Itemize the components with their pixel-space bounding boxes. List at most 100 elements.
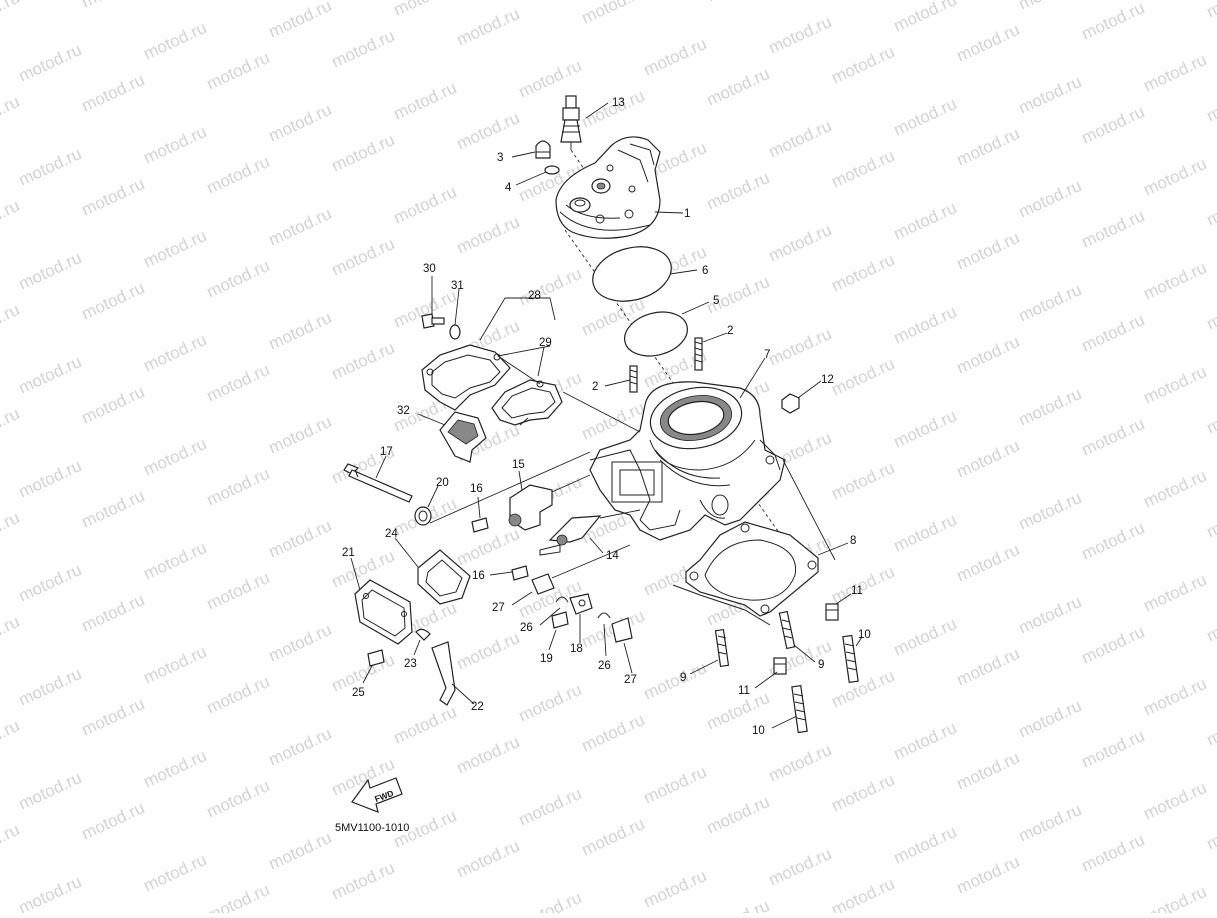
watermark-text: motod.ru bbox=[954, 852, 1023, 898]
part-collar-27b bbox=[611, 617, 633, 643]
part-stud-10b bbox=[791, 684, 808, 734]
watermark-text: motod.ru bbox=[16, 872, 85, 913]
watermark-text: motod.ru bbox=[1079, 518, 1148, 564]
leader-lines bbox=[350, 102, 863, 729]
callout-30: 30 bbox=[423, 263, 436, 275]
callout-13: 13 bbox=[612, 97, 625, 109]
watermark-text: motod.ru bbox=[641, 762, 710, 808]
watermark-text: motod.ru bbox=[0, 92, 22, 138]
callout-29: 29 bbox=[539, 337, 552, 349]
watermark-text: motod.ru bbox=[704, 896, 773, 913]
watermark-text: motod.ru bbox=[79, 798, 148, 844]
diagram-code: 5MV1100-1010 bbox=[335, 822, 409, 834]
watermark-text: motod.ru bbox=[79, 174, 148, 220]
watermark-text: motod.ru bbox=[954, 124, 1023, 170]
callout-17: 17 bbox=[380, 446, 393, 458]
part-bushing-20 bbox=[414, 451, 591, 526]
watermark-text: motod.ru bbox=[954, 436, 1023, 482]
watermark-text: motod.ru bbox=[266, 412, 335, 458]
callout-19: 19 bbox=[540, 653, 553, 665]
watermark-text: motod.ru bbox=[829, 458, 898, 504]
part-cylinder-head bbox=[555, 136, 781, 535]
watermark-text: motod.ru bbox=[1016, 176, 1085, 222]
watermark-text: motod.ru bbox=[1141, 882, 1210, 913]
watermark-text: motod.ru bbox=[1204, 496, 1217, 542]
watermark-text: motod.ru bbox=[79, 694, 148, 740]
callout-23: 23 bbox=[404, 658, 417, 670]
watermark-text: motod.ru bbox=[204, 568, 273, 614]
watermark-text: motod.ru bbox=[141, 330, 210, 376]
watermark-text: motod.ru bbox=[454, 524, 523, 570]
watermark-text: motod.ru bbox=[829, 354, 898, 400]
watermark-text: motod.ru bbox=[266, 828, 335, 874]
part-drawings: FWD bbox=[343, 95, 863, 813]
part-cap-nut bbox=[535, 140, 551, 159]
callout-9b: 9 bbox=[818, 659, 824, 671]
watermark-text: motod.ru bbox=[1016, 488, 1085, 534]
watermark-text: motod.ru bbox=[641, 866, 710, 912]
watermark-text: motod.ru bbox=[704, 64, 773, 110]
watermark-text: motod.ru bbox=[204, 672, 273, 718]
callout-24: 24 bbox=[385, 528, 398, 540]
watermark-text: motod.ru bbox=[579, 814, 648, 860]
callout-11a: 11 bbox=[851, 585, 863, 597]
watermark-text: motod.ru bbox=[141, 642, 210, 688]
watermark-text: motod.ru bbox=[954, 332, 1023, 378]
watermark-text: motod.ru bbox=[579, 0, 648, 28]
watermark-text: motod.ru bbox=[16, 456, 85, 502]
watermark-text: motod.ru bbox=[829, 770, 898, 816]
watermark-text: motod.ru bbox=[891, 510, 960, 556]
watermark-text: motod.ru bbox=[454, 628, 523, 674]
watermark-text: motod.ru bbox=[204, 776, 273, 822]
watermark-text: motod.ru bbox=[891, 302, 960, 348]
watermark-text: motod.ru bbox=[79, 382, 148, 428]
callout-31: 31 bbox=[451, 280, 464, 292]
part-o-ring-5 bbox=[624, 311, 688, 357]
watermark-text: motod.ru bbox=[266, 100, 335, 146]
watermark-text: motod.ru bbox=[141, 122, 210, 168]
part-bolt-30 bbox=[421, 313, 445, 329]
watermark-text: motod.ru bbox=[1204, 288, 1217, 334]
watermark-text: motod.ru bbox=[266, 724, 335, 770]
watermark-text: motod.ru bbox=[1141, 154, 1210, 200]
watermark-text: motod.ru bbox=[516, 784, 585, 830]
watermark-text: motod.ru bbox=[1016, 280, 1085, 326]
watermark-text: motod.ru bbox=[141, 434, 210, 480]
watermark-text: motod.ru bbox=[1141, 570, 1210, 616]
watermark-text: motod.ru bbox=[1204, 80, 1217, 126]
watermark-text: motod.ru bbox=[641, 34, 710, 80]
callout-28: 28 bbox=[528, 290, 541, 302]
part-screw-19 bbox=[551, 611, 569, 629]
watermark-text: motod.ru bbox=[1204, 600, 1217, 646]
callout-27a: 27 bbox=[492, 602, 505, 614]
callout-1: 1 bbox=[684, 208, 690, 220]
part-gasket-28 bbox=[421, 344, 551, 411]
watermark-text: motod.ru bbox=[516, 888, 585, 913]
callout-6: 6 bbox=[702, 265, 708, 277]
watermark-text: motod.ru bbox=[0, 196, 22, 242]
callout-22: 22 bbox=[471, 701, 484, 713]
watermark-text: motod.ru bbox=[1141, 258, 1210, 304]
watermark-text: motod.ru bbox=[1016, 72, 1085, 118]
part-bolt-25 bbox=[367, 649, 385, 667]
watermark-text: motod.ru bbox=[454, 212, 523, 258]
part-nut-12 bbox=[781, 393, 800, 414]
watermark-text: motod.ru bbox=[1141, 778, 1210, 824]
callout-2a: 2 bbox=[592, 381, 598, 393]
part-spark-plug bbox=[560, 95, 596, 186]
watermark-text: motod.ru bbox=[391, 78, 460, 124]
watermark-text: motod.ru bbox=[266, 0, 335, 42]
part-stud-2a bbox=[629, 365, 638, 393]
watermark-text: motod.ru bbox=[391, 0, 460, 20]
watermark-text: motod.ru bbox=[16, 352, 85, 398]
watermark-text: motod.ru bbox=[329, 338, 398, 384]
callout-2b: 2 bbox=[727, 325, 733, 337]
watermark-text: motod.ru bbox=[516, 264, 585, 310]
part-stud-2b bbox=[694, 337, 703, 371]
part-valve-cover bbox=[439, 411, 487, 463]
watermark-text: motod.ru bbox=[1079, 726, 1148, 772]
callout-16a: 16 bbox=[470, 483, 483, 495]
watermark-text: motod.ru bbox=[891, 614, 960, 660]
callout-10b: 10 bbox=[752, 725, 765, 737]
watermark-text: motod.ru bbox=[704, 792, 773, 838]
